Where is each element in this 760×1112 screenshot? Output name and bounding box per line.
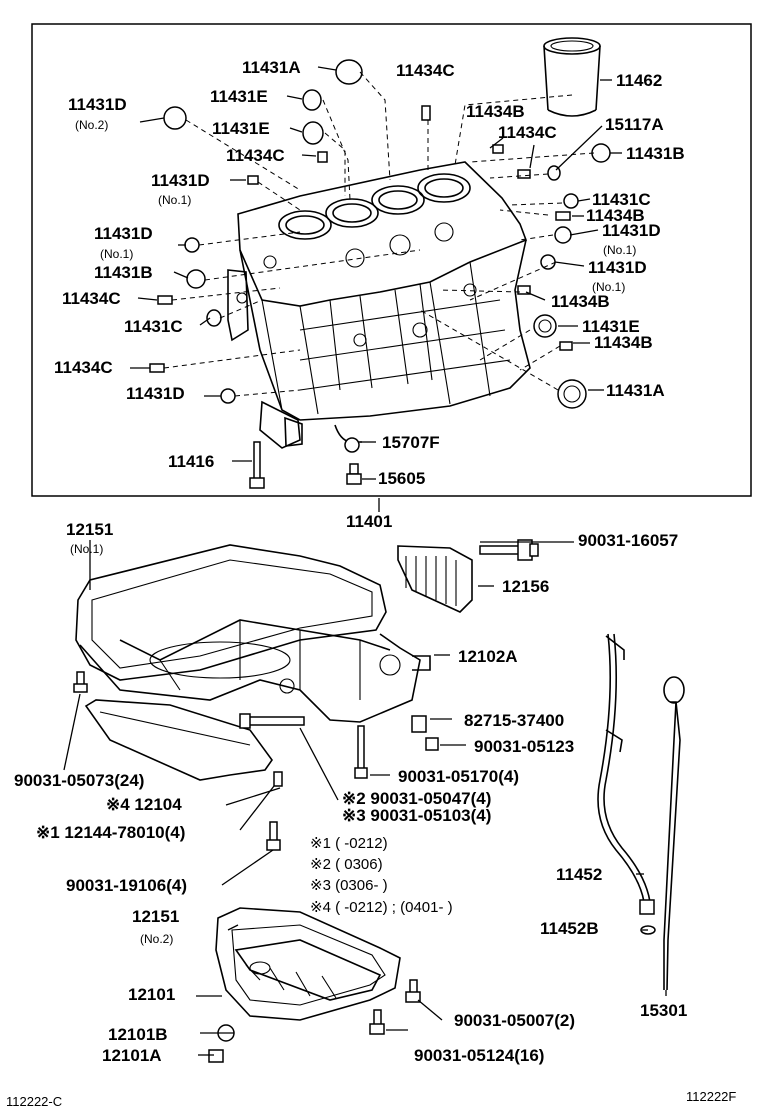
label-15117A: 15117A <box>605 115 664 134</box>
label-11462: 11462 <box>616 71 662 90</box>
note-1: ※1 ( -0212) <box>310 835 388 852</box>
oil-pipe-bolt <box>479 539 539 561</box>
label-11431D-b-sub: (No.1) <box>158 193 191 207</box>
leader-lines-lower <box>63 540 667 1056</box>
label-11401: 11401 <box>346 512 392 531</box>
label-12102A: 12102A <box>458 647 518 666</box>
label-90031-05073: 90031-05073(24) <box>14 771 144 790</box>
baffle-12156 <box>397 545 473 613</box>
label-90031-05103: ※3 90031-05103(4) <box>342 806 491 825</box>
label-11431D-b: 11431D <box>151 171 210 190</box>
label-11434C-b: 11434C <box>498 123 557 142</box>
callout-labels: 11431A 11434C 11462 11431D (No.2) 11431E… <box>14 58 687 1065</box>
guide-lines-block <box>163 71 595 397</box>
oil-pan-lower <box>215 907 401 1021</box>
label-11431A-top: 11431A <box>242 58 301 77</box>
cylinder-liner <box>543 37 601 117</box>
label-12101: 12101 <box>128 985 175 1004</box>
label-12151-no2-sub: (No.2) <box>140 932 173 946</box>
label-11431E-a: 11431E <box>210 87 268 106</box>
label-11431E-right: 11431E <box>582 317 640 336</box>
label-82715-37400: 82715-37400 <box>464 711 564 730</box>
label-11431B-right: 11431B <box>626 144 685 163</box>
label-11434C-left: 11434C <box>62 289 121 308</box>
label-11431A-right: 11431A <box>606 381 665 400</box>
label-11416: 11416 <box>168 452 214 471</box>
label-11434C-top: 11434C <box>396 61 455 80</box>
label-11431D-c: 11431D <box>94 224 153 243</box>
label-12104: ※4 12104 <box>106 795 182 814</box>
label-15605: 15605 <box>378 469 425 488</box>
label-11431B-left: 11431B <box>94 263 153 282</box>
leader-lines-block <box>130 66 622 512</box>
notes-block: ※1 ( -0212) ※2 ( 0306) ※3 (0306- ) ※4 ( … <box>310 835 453 916</box>
label-11431D-left2: 11431D <box>126 384 185 403</box>
label-15707F: 15707F <box>382 433 440 452</box>
label-11434C-left2: 11434C <box>54 358 113 377</box>
label-11452: 11452 <box>556 865 602 884</box>
note-3: ※3 (0306- ) <box>310 877 388 894</box>
label-90031-05047: ※2 90031-05047(4) <box>342 789 491 808</box>
note-4: ※4 ( -0212) ; (0401- ) <box>310 899 453 916</box>
label-90031-05170: 90031-05170(4) <box>398 767 519 786</box>
label-12151-no2: 12151 <box>132 907 179 926</box>
upper-frame <box>31 23 752 497</box>
label-11431C-left: 11431C <box>124 317 183 336</box>
dipstick <box>663 676 685 991</box>
label-11431C-right: 11431C <box>592 190 651 209</box>
label-11431E-b: 11431E <box>212 119 270 138</box>
bolts-block <box>249 424 362 489</box>
oil-pan-upper <box>79 619 431 723</box>
stiffener-plate <box>84 699 273 781</box>
footer-codes: 112222-C 112222F <box>6 1089 736 1109</box>
label-11434B-a: 11434B <box>466 102 525 121</box>
label-11434B-right3: 11434B <box>594 333 653 352</box>
label-90031-05124: 90031-05124(16) <box>414 1046 544 1065</box>
label-12156: 12156 <box>502 577 549 596</box>
label-12101A: 12101A <box>102 1046 162 1065</box>
label-11431D-right1-sub: (No.1) <box>603 243 636 257</box>
oil-pan-gasket-upper <box>75 544 387 681</box>
label-90031-19106: 90031-19106(4) <box>66 876 187 895</box>
label-11431D-right2: 11431D <box>588 258 647 277</box>
note-2: ※2 ( 0306) <box>310 856 383 873</box>
label-90031-16057: 90031-16057 <box>578 531 678 550</box>
label-11434C-c: 11434C <box>226 146 285 165</box>
label-11434B-right2: 11434B <box>551 292 610 311</box>
label-12151-no1-sub: (No.1) <box>70 542 103 556</box>
dipstick-guide <box>597 633 656 935</box>
label-11431D-right1: 11431D <box>602 221 661 240</box>
label-12144-78010: ※1 12144-78010(4) <box>36 823 185 842</box>
label-15301: 15301 <box>640 1001 687 1020</box>
label-11452B: 11452B <box>540 919 599 938</box>
cylinder-block-drawing <box>149 105 573 449</box>
label-11431D-no2: 11431D <box>68 95 127 114</box>
label-11434B-right: 11434B <box>586 206 645 225</box>
label-11431D-right2-sub: (No.1) <box>592 280 625 294</box>
label-12101B: 12101B <box>108 1025 168 1044</box>
footer-right-code: 112222F <box>686 1089 736 1104</box>
label-90031-05007: 90031-05007(2) <box>454 1011 575 1030</box>
label-11431D-c-sub: (No.1) <box>100 247 133 261</box>
label-11431D-no2-sub: (No.2) <box>75 118 108 132</box>
label-90031-05123: 90031-05123 <box>474 737 574 756</box>
footer-left-code: 112222-C <box>6 1094 62 1109</box>
label-12151-no1: 12151 <box>66 520 113 539</box>
